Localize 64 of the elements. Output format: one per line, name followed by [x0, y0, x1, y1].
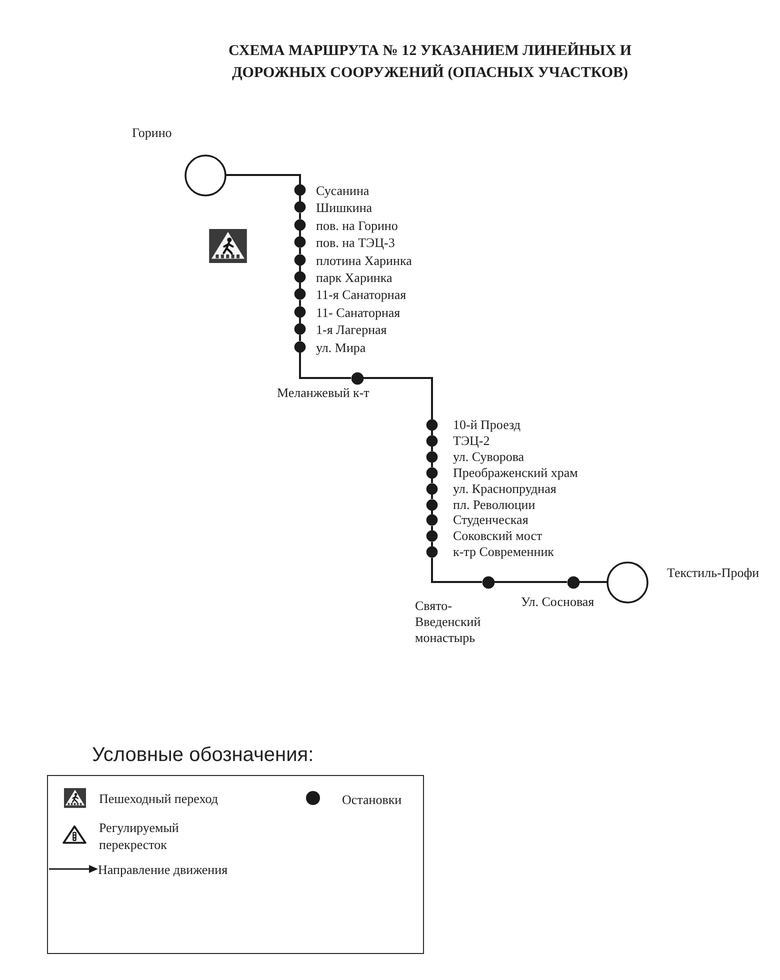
route-line [363, 377, 433, 420]
stop-name: ТЭЦ-2 [453, 432, 490, 449]
stop-name: 11- Санаторная [316, 304, 400, 321]
stop-name: парк Харинка [316, 270, 392, 286]
route-line [299, 212, 301, 220]
stop-name: Шишкина [316, 200, 372, 216]
stop-dot [293, 287, 307, 302]
stop-dot [293, 304, 307, 319]
legend-label: Регулируемый перекресток [99, 819, 180, 853]
route-line [579, 581, 607, 583]
legend-heading: Условные обозначения: [92, 743, 314, 768]
stop-name: Ул. Сосновая [521, 594, 594, 610]
stop-dot [425, 466, 439, 480]
stop-name: ул. Мира [316, 340, 366, 356]
stop-name: ул. Суворова [453, 448, 524, 465]
route-line [299, 352, 351, 379]
stop-dot [425, 482, 439, 496]
route-line [299, 334, 301, 342]
terminal-name: Текстиль-Профи [667, 565, 760, 581]
stop-name: Студенческая [453, 512, 528, 528]
legend-label: Направление движения [98, 861, 228, 878]
terminal-name: Горино [132, 125, 172, 141]
stop-name: 1-я Лагерная [316, 322, 387, 338]
stop-dot [293, 340, 307, 354]
stop-dot [293, 218, 307, 232]
stop-dot [425, 418, 439, 432]
stop-name: пл. Революции [453, 496, 536, 512]
stop-name: Сусанина [316, 183, 370, 199]
stop-dot [425, 434, 439, 448]
terminal-circle [606, 560, 648, 604]
stop-dot [293, 183, 307, 197]
stop-dot [425, 545, 439, 560]
stop-name: 11-я Санаторная [316, 287, 406, 304]
stop-dot [425, 529, 439, 544]
stop-name: пов. на ТЭЦ-3 [316, 235, 395, 252]
stop-dot [293, 322, 307, 336]
route-line [494, 581, 567, 583]
stop-name: пов. на Горино [316, 218, 398, 234]
route-line [431, 558, 482, 583]
stop-dot [425, 498, 439, 512]
terminal-circle [184, 154, 226, 196]
stop-dot [425, 450, 439, 464]
stop-dot [566, 574, 580, 590]
stop-name: плотина Харинка [316, 252, 412, 269]
stop-dot [480, 574, 496, 590]
stop-dot [293, 200, 307, 214]
stop-dot [293, 252, 307, 267]
stop-name: к-тр Современник [453, 544, 554, 560]
stop-dot [293, 235, 307, 250]
legend-label: Остановки [342, 791, 402, 808]
stop-name: Свято-Введенский монастырь [415, 598, 482, 646]
stop-dot [425, 513, 439, 528]
stop-name: Соковский мост [453, 528, 542, 544]
route-line [299, 248, 301, 254]
route-line [225, 174, 301, 184]
stop-dot [293, 270, 307, 284]
stop-name: 10-й Проезд [453, 417, 521, 433]
stop-dot [350, 370, 364, 386]
legend-label: Пешеходный переход [99, 790, 218, 807]
route-line [299, 300, 301, 306]
title: СХЕМА МАРШРУТА № 12 УКАЗАНИЕМ ЛИНЕЙНЫХ И ДОРОЖНЫХ СООРУЖЕНИЙ (ОПАСНЫХ УЧАСТКОВ) [227, 41, 633, 83]
stop-name: Преображенский храм [453, 464, 578, 481]
stop-name: Меланжевый к-т [277, 385, 370, 401]
stop-name: ул. Краснопрудная [453, 480, 556, 497]
